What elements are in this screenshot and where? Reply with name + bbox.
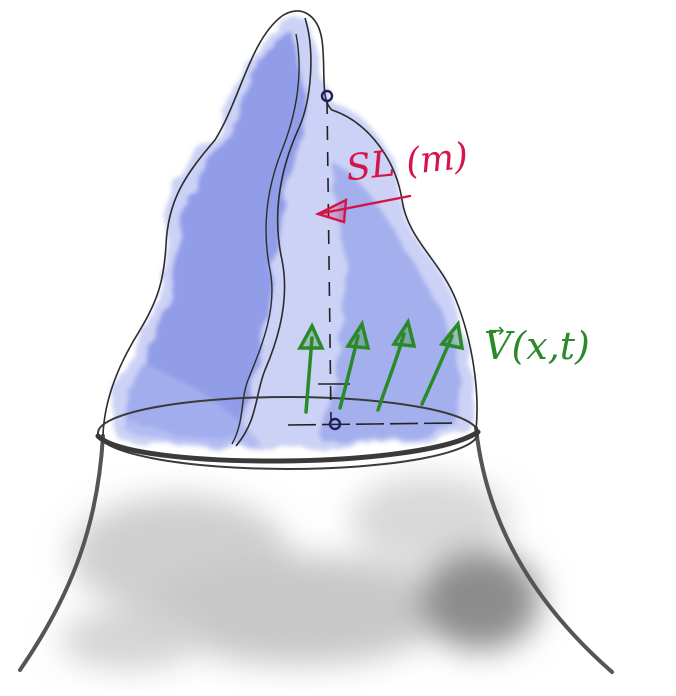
velocity-arrow-4 xyxy=(420,334,454,406)
cone-left-edge xyxy=(18,434,105,672)
sl-arrow xyxy=(314,194,412,224)
velocity-label: V(x,t) xyxy=(484,324,590,368)
velocity-arrows xyxy=(297,317,465,414)
flame-outline xyxy=(281,10,478,431)
burner-rim-front xyxy=(95,429,481,464)
center-axis xyxy=(326,99,332,421)
tip-point xyxy=(320,89,334,103)
flame-outline-left xyxy=(102,15,283,437)
base-axis xyxy=(287,422,456,426)
cone-right-edge xyxy=(474,426,614,674)
velocity-arrow-3 xyxy=(376,332,406,412)
flame-front-line xyxy=(235,17,312,447)
cone-shading xyxy=(60,475,540,670)
flame-body xyxy=(110,15,473,449)
velocity-arrow-1 xyxy=(304,336,314,414)
velocity-arrow-2 xyxy=(338,334,360,410)
flame-front-line-inner xyxy=(231,33,300,445)
base-point xyxy=(328,417,342,431)
velocity-vector-arrow: → xyxy=(488,318,505,342)
